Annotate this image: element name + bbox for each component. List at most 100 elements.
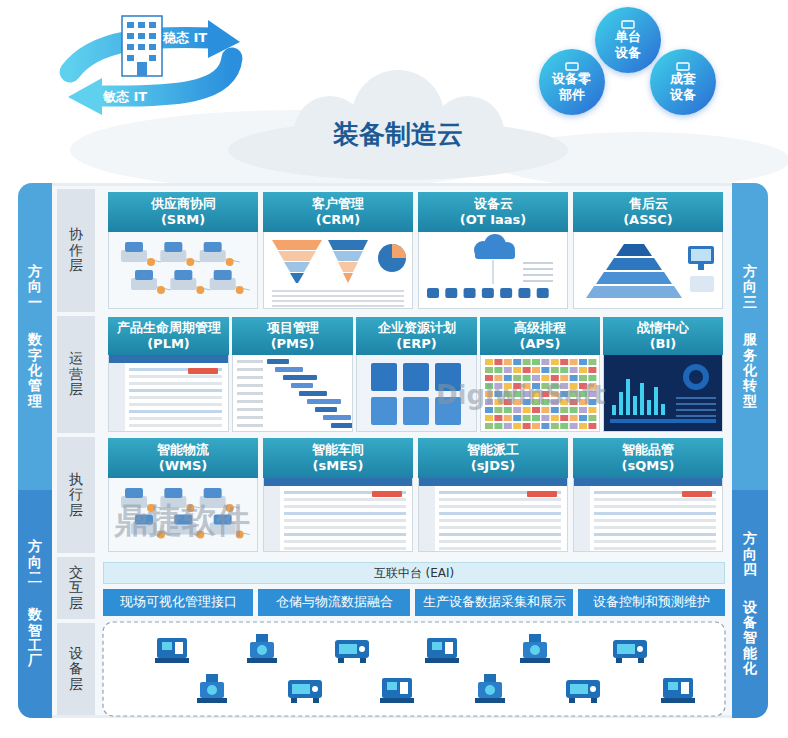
card-header: 项目管理(PMS) bbox=[232, 317, 353, 355]
decoration bbox=[688, 246, 714, 264]
decoration bbox=[109, 363, 125, 431]
direction-name: 数字化管理 bbox=[28, 332, 42, 409]
module-code: (sQMS) bbox=[622, 458, 675, 474]
card-box: 智能车间(sMES) bbox=[263, 438, 413, 552]
decoration bbox=[164, 242, 182, 252]
screenshot-art bbox=[264, 478, 412, 551]
module-code: (PLM) bbox=[147, 336, 190, 352]
decoration bbox=[204, 488, 222, 498]
layer-label: 执行层 bbox=[69, 472, 83, 518]
screenshot bbox=[573, 478, 723, 552]
direction-name: 服务化转型 bbox=[743, 332, 757, 409]
decoration bbox=[588, 367, 596, 373]
decoration bbox=[520, 658, 550, 663]
decoration bbox=[109, 355, 228, 431]
ibox-box: 仓储与物流数据融合 bbox=[258, 589, 410, 616]
decoration bbox=[284, 262, 310, 272]
decoration bbox=[523, 359, 531, 365]
decoration bbox=[523, 268, 553, 270]
decoration bbox=[532, 415, 540, 421]
decoration bbox=[439, 512, 561, 515]
decoration bbox=[439, 533, 561, 536]
decoration bbox=[579, 415, 587, 421]
layer-label: 设备层 bbox=[69, 646, 83, 692]
decoration bbox=[204, 242, 222, 252]
decoration bbox=[284, 547, 406, 550]
circle-icon bbox=[565, 62, 579, 71]
decoration bbox=[138, 44, 145, 50]
layer-box: 交互层 bbox=[57, 557, 95, 619]
decoration bbox=[109, 355, 228, 363]
decoration bbox=[494, 423, 502, 429]
decoration bbox=[335, 640, 369, 658]
decoration bbox=[569, 698, 575, 703]
decoration bbox=[619, 392, 623, 415]
band-box: 方向二数智工厂 bbox=[18, 490, 52, 718]
decoration bbox=[475, 250, 515, 259]
decoration bbox=[338, 262, 358, 272]
screenshot-art bbox=[419, 478, 567, 551]
decoration bbox=[485, 359, 493, 365]
card-box: 供应商协同(SRM) bbox=[108, 192, 258, 309]
layer-box: 执行层 bbox=[57, 437, 95, 553]
decoration bbox=[138, 33, 145, 39]
decoration bbox=[606, 258, 662, 270]
card-box: 智能派工(sJDS) bbox=[418, 438, 568, 552]
decoration bbox=[284, 512, 406, 515]
decoration bbox=[359, 646, 365, 652]
decoration bbox=[419, 478, 567, 486]
screenshot bbox=[603, 355, 723, 432]
interface-label: 设备控制和预测维护 bbox=[593, 594, 710, 611]
decoration bbox=[676, 403, 716, 405]
card-box: 企业资源计划(ERP) bbox=[356, 317, 477, 432]
decoration bbox=[637, 646, 643, 652]
decoration bbox=[560, 367, 568, 373]
module-name: 智能物流 bbox=[157, 442, 209, 458]
decoration bbox=[432, 642, 442, 650]
decoration bbox=[485, 367, 493, 373]
decoration bbox=[612, 405, 616, 415]
decoration bbox=[129, 389, 222, 392]
decoration bbox=[523, 262, 553, 264]
module-code: (WMS) bbox=[159, 458, 208, 474]
decoration bbox=[307, 399, 341, 404]
decoration bbox=[427, 288, 439, 298]
main-panel bbox=[18, 183, 768, 718]
decoration bbox=[237, 392, 263, 395]
interface-label: 生产设备数据采集和展示 bbox=[423, 594, 566, 611]
decoration bbox=[360, 658, 366, 663]
decoration bbox=[174, 270, 192, 280]
decoration bbox=[175, 642, 183, 654]
decoration bbox=[284, 505, 406, 508]
decoration bbox=[427, 638, 457, 658]
decoration bbox=[626, 379, 630, 415]
decoration bbox=[523, 415, 531, 421]
decoration bbox=[574, 478, 722, 551]
screenshot bbox=[263, 478, 413, 552]
screenshot bbox=[108, 355, 229, 432]
decoration bbox=[236, 286, 244, 294]
decoration bbox=[272, 240, 322, 250]
decoration bbox=[333, 251, 363, 261]
decoration bbox=[596, 272, 672, 284]
decoration bbox=[264, 478, 412, 551]
screenshot-art bbox=[233, 355, 352, 431]
module-name: 设备云 bbox=[474, 196, 513, 212]
decoration bbox=[125, 242, 143, 252]
module-code: (ASSC) bbox=[623, 212, 673, 228]
decoration bbox=[504, 359, 512, 365]
decoration bbox=[647, 400, 651, 415]
module-name: 项目管理 bbox=[267, 320, 319, 336]
decoration bbox=[523, 367, 531, 373]
decoration bbox=[541, 367, 549, 373]
decoration bbox=[250, 642, 274, 658]
decoration bbox=[272, 295, 404, 297]
circle-box: 单台设备 bbox=[595, 7, 661, 73]
circle-label: 单台设备 bbox=[614, 29, 641, 60]
decoration bbox=[633, 396, 637, 415]
decoration bbox=[560, 423, 568, 429]
decoration bbox=[439, 505, 561, 508]
screenshot-art bbox=[574, 232, 722, 308]
decoration bbox=[504, 415, 512, 421]
decoration bbox=[500, 288, 512, 298]
